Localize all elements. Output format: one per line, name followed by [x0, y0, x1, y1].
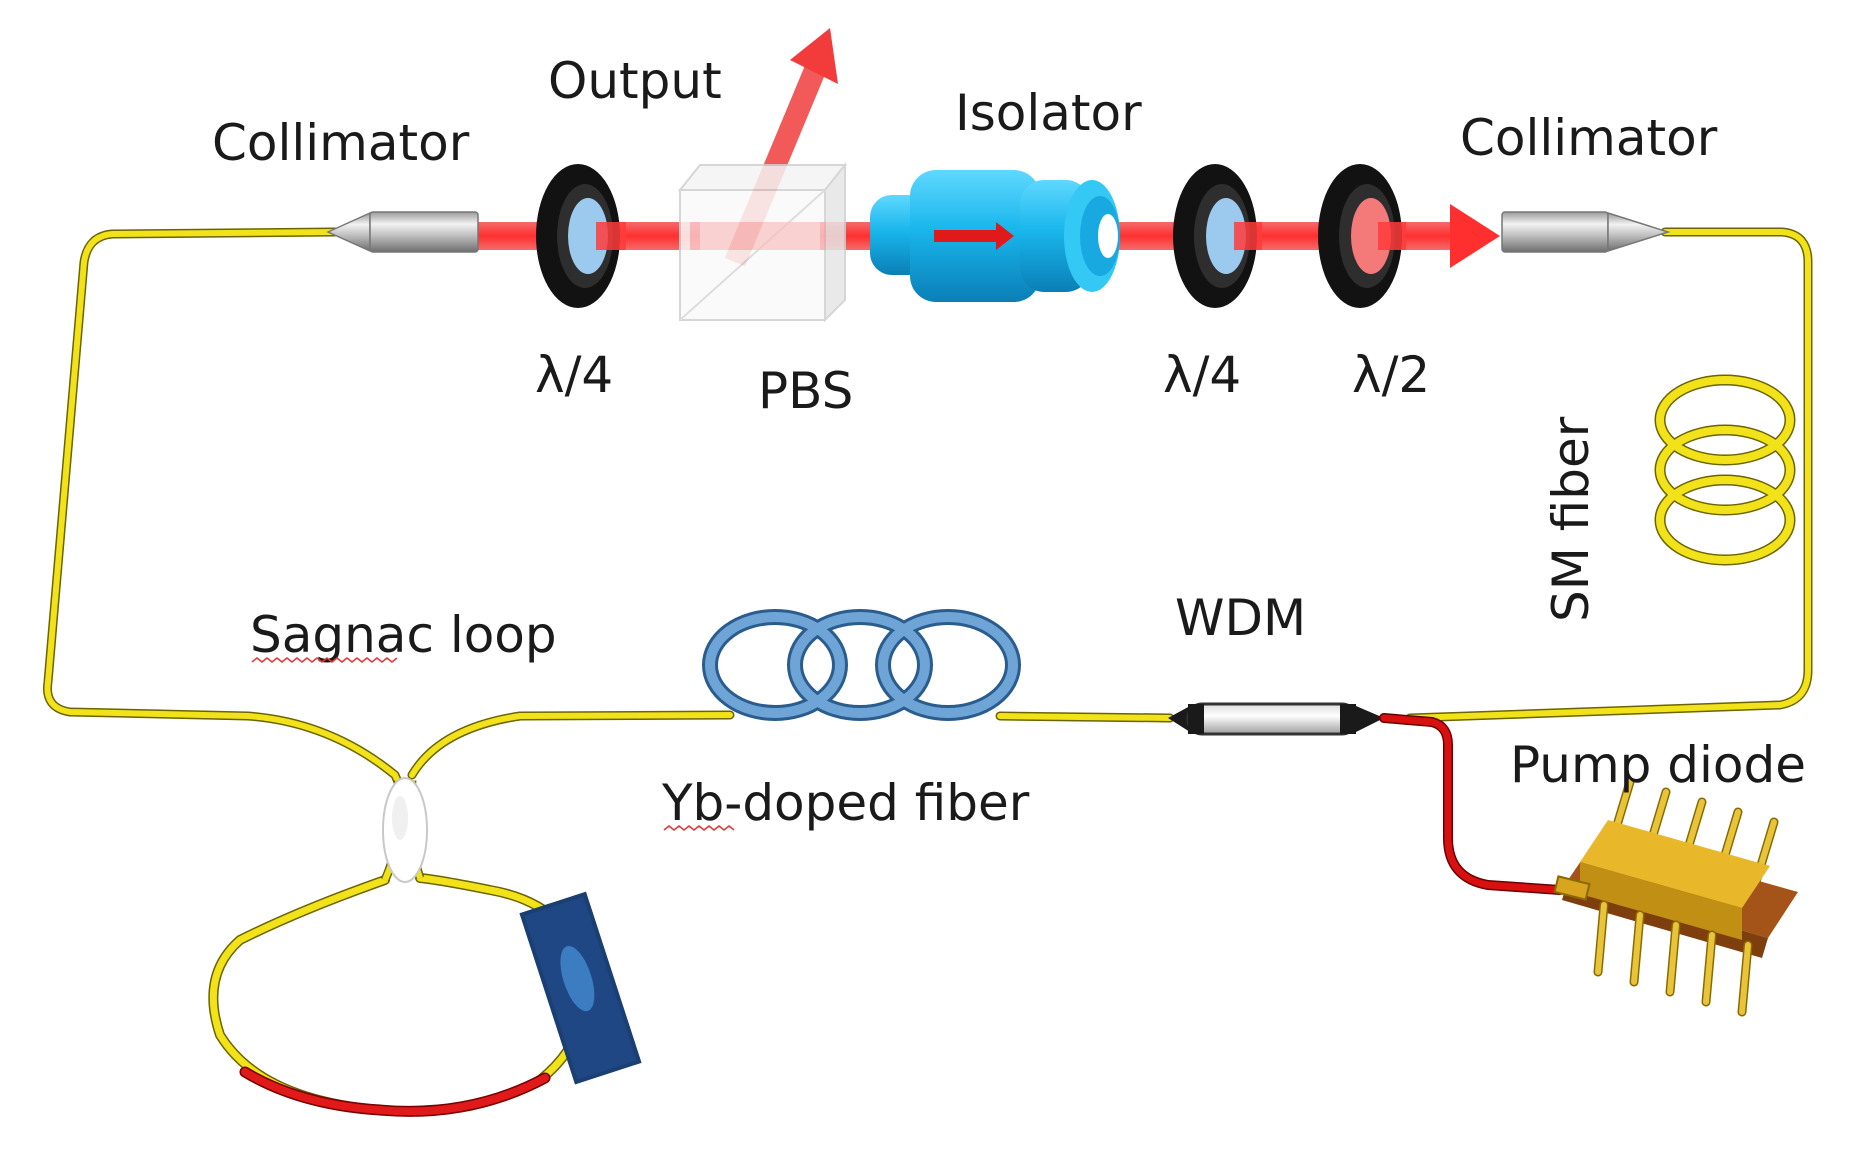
pump-diode — [1553, 777, 1798, 1017]
wdm-coupler — [1168, 702, 1384, 736]
label-sagnac-loop: Sagnac loop — [250, 606, 557, 664]
quarter-waveplate-right — [1173, 164, 1262, 308]
yb-doped-fiber-coil — [702, 609, 1021, 721]
pump-fiber — [1379, 713, 1565, 895]
label-hwp: λ/2 — [1352, 346, 1430, 404]
label-pump-diode: Pump diode — [1510, 736, 1806, 794]
pbs-cube — [677, 162, 848, 323]
label-isolator: Isolator — [955, 84, 1142, 142]
label-pbs: PBS — [758, 362, 853, 420]
label-wdm: WDM — [1175, 589, 1306, 647]
half-waveplate — [1318, 164, 1406, 308]
label-qwp-left: λ/4 — [535, 346, 613, 404]
collimator-left — [326, 211, 479, 253]
label-collimator-left: Collimator — [212, 114, 470, 172]
quarter-waveplate-left — [536, 164, 626, 308]
spellcheck-underline-yb — [663, 824, 735, 832]
label-collimator-right: Collimator — [1460, 109, 1718, 167]
fiber-cavity — [42, 227, 1813, 787]
sm-fiber-coil — [1654, 374, 1796, 566]
isolator-direction-arrow — [934, 222, 1014, 250]
collimator-right — [1501, 211, 1671, 253]
fiber-middle-path — [407, 710, 735, 780]
isolator — [870, 170, 1120, 302]
label-yb-doped-fiber: Yb-doped fiber — [661, 774, 1030, 832]
label-output: Output — [548, 52, 722, 110]
saturable-absorber — [519, 891, 642, 1085]
label-sm-fiber: SM fiber — [1542, 416, 1600, 622]
fiber-top-right-path — [1405, 227, 1813, 723]
spellcheck-underline-sagnac — [251, 656, 398, 664]
labels: Collimator Output Isolator Collimator λ/… — [212, 52, 1806, 832]
sagnac-loop — [208, 873, 591, 1117]
fiber-left-path — [42, 227, 403, 787]
coupler — [380, 777, 428, 883]
label-qwp-right: λ/4 — [1163, 346, 1241, 404]
